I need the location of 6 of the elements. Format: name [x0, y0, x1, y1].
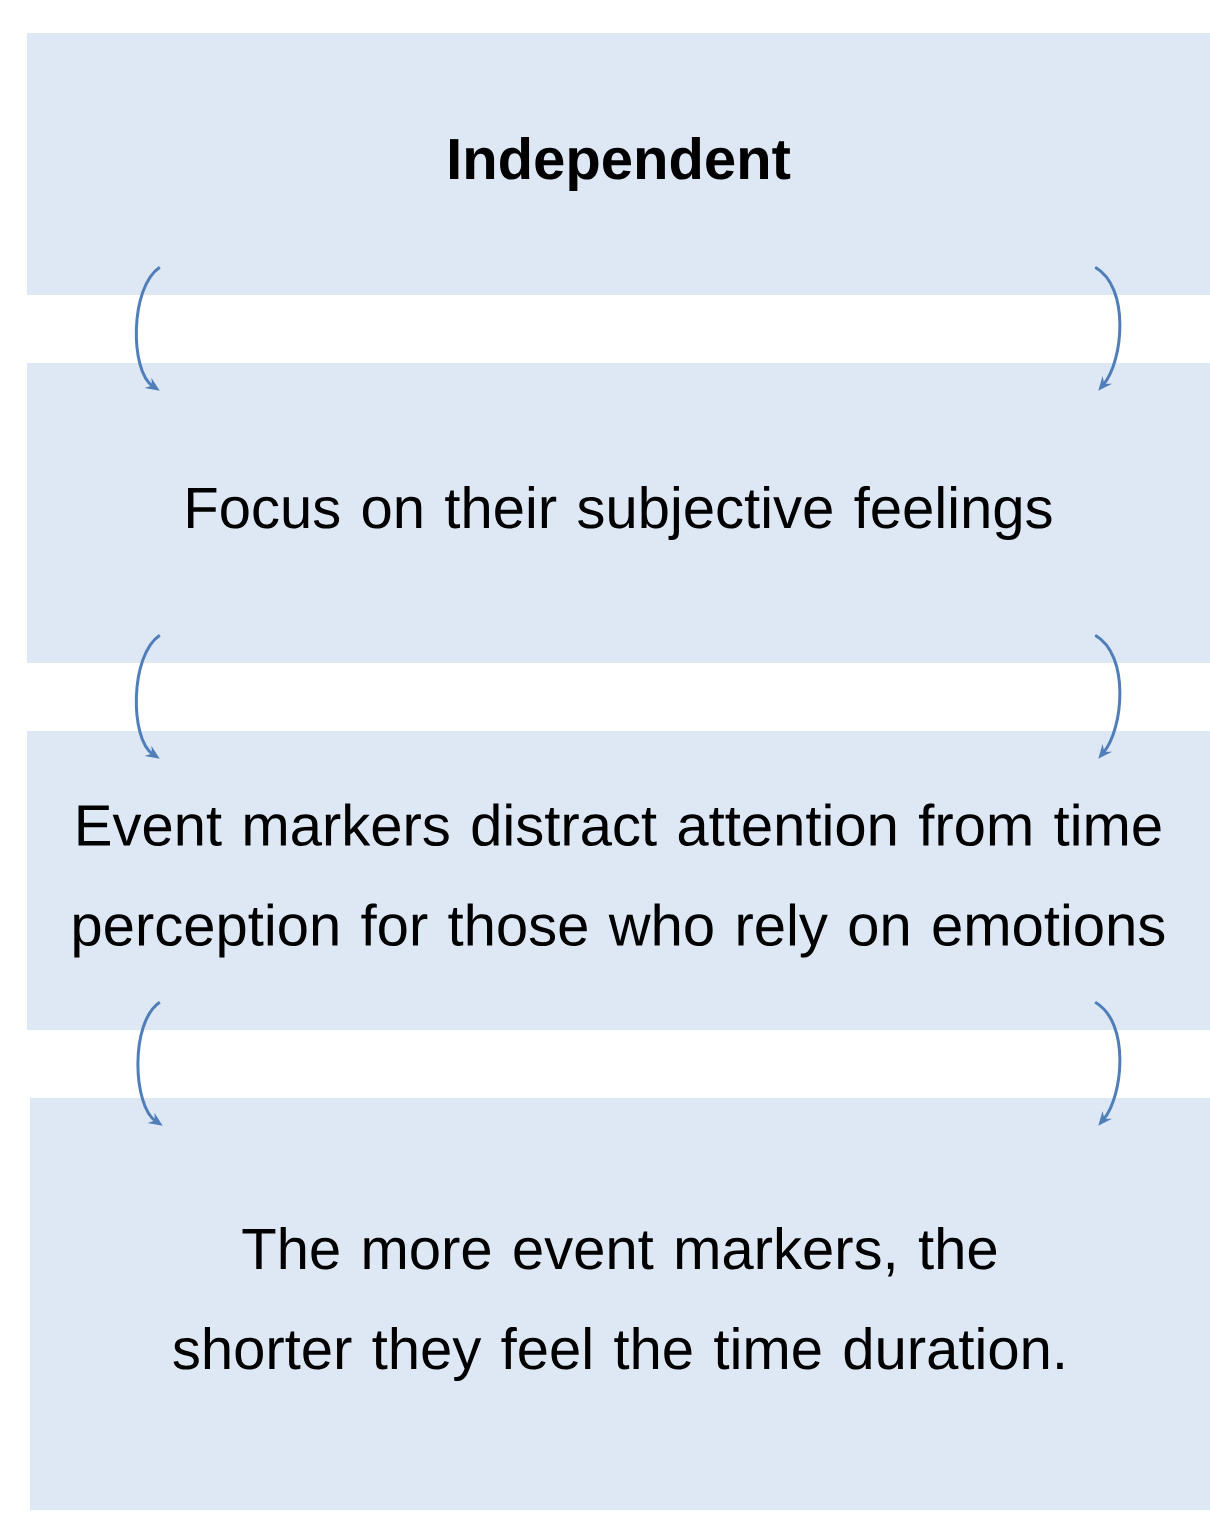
curved-arrow: [134, 266, 161, 391]
curved-arrow: [134, 634, 161, 759]
process-box: Independent: [27, 33, 1210, 295]
process-box: The more event markers, the shorter they feel the time duration.: [30, 1098, 1210, 1510]
process-box: Focus on their subjective feelings: [27, 363, 1210, 663]
process-box: Event markers distract attention from time perception for those who rely on emotions: [27, 731, 1210, 1030]
